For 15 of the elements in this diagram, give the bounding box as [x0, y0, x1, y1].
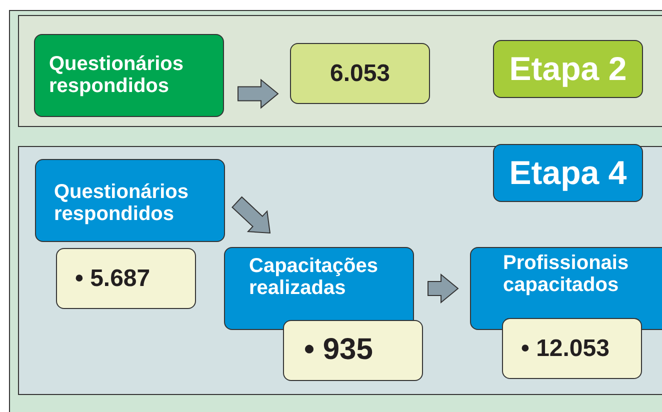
value-box: 6.053: [290, 43, 430, 104]
stage-panel: [18, 146, 662, 395]
stage-box: Etapa 4: [493, 144, 643, 202]
process-box: Questionários respondidos: [35, 159, 225, 242]
block-arrow: [428, 273, 459, 304]
value-box: • 5.687: [56, 248, 196, 309]
stage-box: Etapa 2: [493, 40, 643, 98]
process-box: Questionários respondidos: [34, 34, 224, 117]
stage-panel: [18, 15, 662, 127]
process-box: Profissionais capacitados: [470, 247, 662, 330]
value-box: • 935: [283, 320, 423, 381]
value-box: • 12.053: [502, 318, 642, 379]
block-arrow: [232, 196, 271, 234]
block-arrow: [238, 78, 279, 109]
process-box: Capacitações realizadas: [224, 247, 414, 330]
